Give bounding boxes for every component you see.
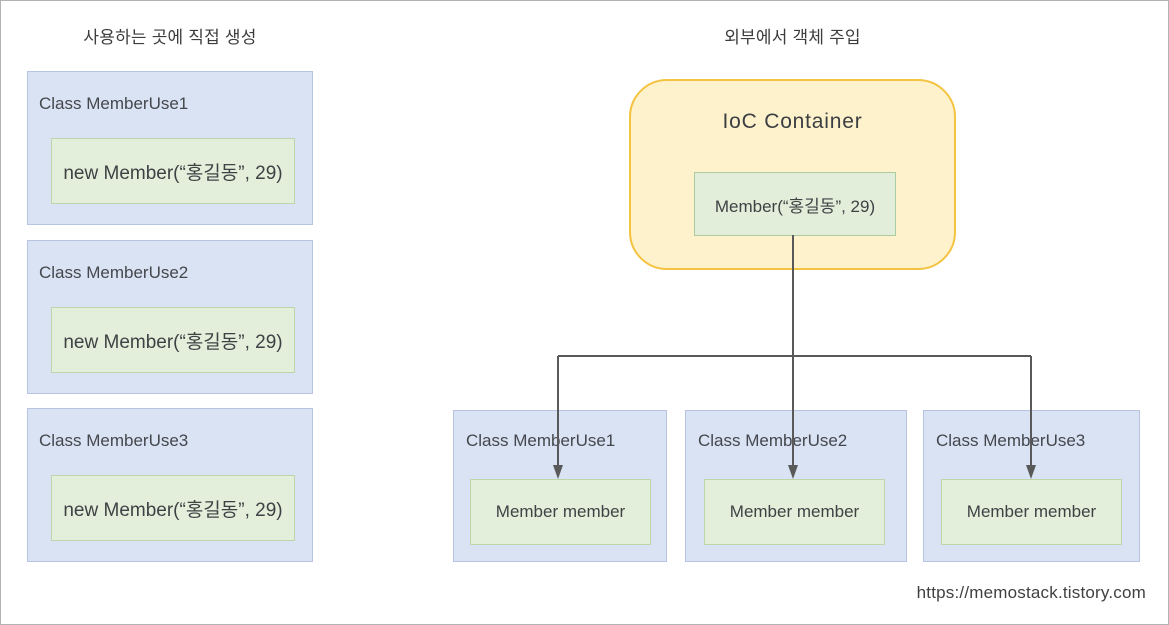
class-label: Class MemberUse2 [39, 263, 189, 282]
right-class-box-memberuse2: Class MemberUse2 Member member [685, 410, 907, 562]
class-label: Class MemberUse3 [936, 431, 1086, 450]
right-class-box-memberuse1: Class MemberUse1 Member member [453, 410, 667, 562]
code-box-member-field: Member member [704, 479, 885, 545]
code-box-new-member: new Member(“홍길동”, 29) [51, 138, 295, 204]
class-label: Class MemberUse2 [698, 431, 848, 450]
code-box-new-member: new Member(“홍길동”, 29) [51, 475, 295, 541]
footer-url: https://memostack.tistory.com [916, 583, 1146, 602]
right-class-box-memberuse3: Class MemberUse3 Member member [923, 410, 1140, 562]
code-box-member-field: Member member [470, 479, 651, 545]
class-label: Class MemberUse1 [39, 94, 189, 113]
right-section-title: 외부에서 객체 주입 [724, 28, 861, 47]
left-section-title: 사용하는 곳에 직접 생성 [83, 28, 257, 47]
left-class-box-memberuse1: Class MemberUse1 new Member(“홍길동”, 29) [27, 71, 313, 225]
left-class-box-memberuse3: Class MemberUse3 new Member(“홍길동”, 29) [27, 408, 313, 562]
code-box-member-field: Member member [941, 479, 1122, 545]
ioc-container-title: IoC Container [722, 110, 863, 133]
code-box-member-instance: Member(“홍길동”, 29) [694, 172, 896, 236]
ioc-container-box: IoC Container Member(“홍길동”, 29) [629, 79, 956, 270]
code-box-new-member: new Member(“홍길동”, 29) [51, 307, 295, 373]
class-label: Class MemberUse3 [39, 431, 189, 450]
class-label: Class MemberUse1 [466, 431, 616, 450]
left-class-box-memberuse2: Class MemberUse2 new Member(“홍길동”, 29) [27, 240, 313, 394]
